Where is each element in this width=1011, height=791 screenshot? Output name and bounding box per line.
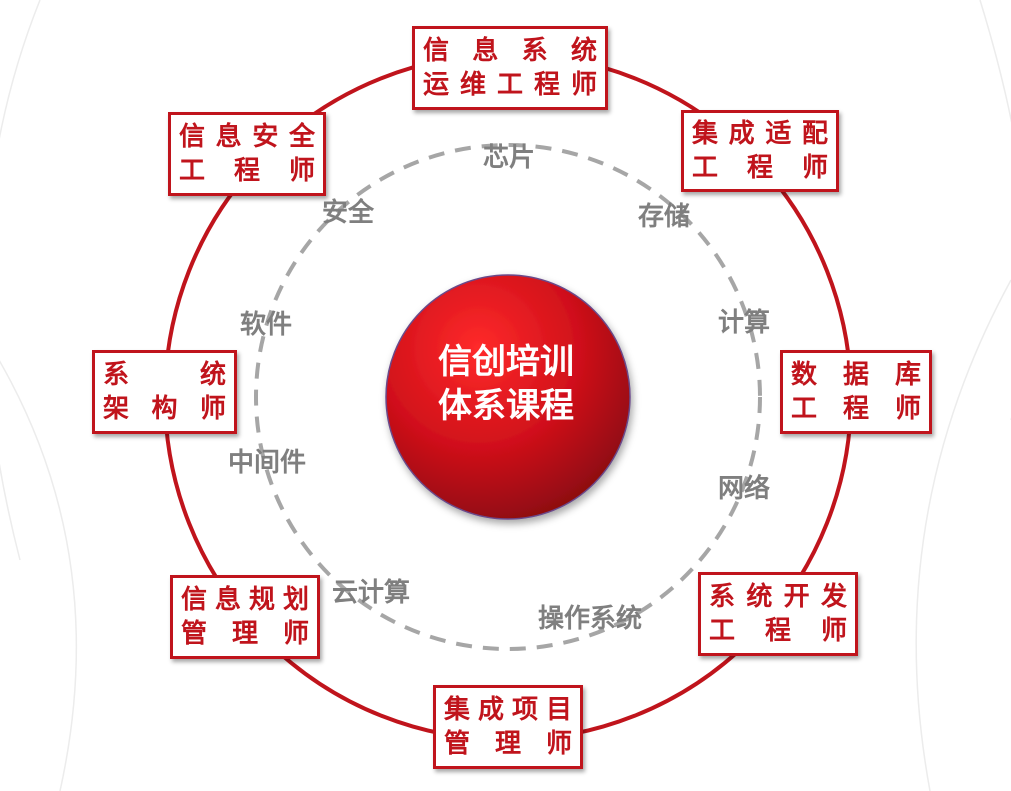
center-title-line2: 体系课程 [438,386,574,426]
role-adapt-line2: 工 程 师 [692,153,828,183]
role-box-security-engineer: 信息安全 工 程 师 [168,112,326,196]
role-security-line1: 信息安全 [179,122,315,152]
tech-label-compute: 计算 [718,308,771,338]
center-title: 信创培训 体系课程 [400,340,612,428]
role-box-integration-adapt-engineer: 集成适配 工 程 师 [681,110,839,192]
tech-label-safety: 安全 [322,198,375,228]
tech-label-software: 软件 [240,310,293,340]
center-title-line1: 信创培训 [438,342,574,382]
role-box-system-dev-engineer: 系统开发 工 程 师 [698,572,858,656]
role-box-database-engineer: 数 据 库 工 程 师 [780,350,932,434]
role-box-system-architect: 系 统 架 构 师 [92,350,237,434]
role-ops-line1: 信 息 系 统 [423,36,597,66]
role-dev-line1: 系统开发 [709,582,847,612]
tech-label-chip: 芯片 [483,143,536,173]
center-circle [385,274,631,520]
tech-label-cloud: 云计算 [332,578,411,608]
role-plan-line2: 管 理 师 [181,619,309,649]
role-plan-line1: 信息规划 [181,585,309,615]
role-pm-line1: 集成项目 [444,695,572,725]
inner-dashed-ring [254,143,762,651]
role-dev-line2: 工 程 师 [709,616,847,646]
role-db-line2: 工 程 师 [791,394,921,424]
role-db-line1: 数 据 库 [791,360,921,390]
tech-label-os: 操作系统 [538,604,643,634]
role-box-ops-engineer: 信 息 系 统 运维工程师 [412,26,608,110]
role-arch-line2: 架 构 师 [103,394,226,424]
role-ops-line2: 运维工程师 [423,70,597,100]
tech-label-storage: 存储 [638,202,691,232]
role-arch-line1: 系 统 [103,360,226,390]
role-pm-line2: 管 理 师 [444,729,572,759]
role-security-line2: 工 程 师 [179,156,315,186]
role-box-planning-manager: 信息规划 管 理 师 [170,575,320,659]
tech-label-middleware: 中间件 [228,448,307,478]
role-adapt-line1: 集成适配 [692,119,828,149]
tech-label-network: 网络 [718,474,771,504]
role-box-project-manager: 集成项目 管 理 师 [433,685,583,769]
